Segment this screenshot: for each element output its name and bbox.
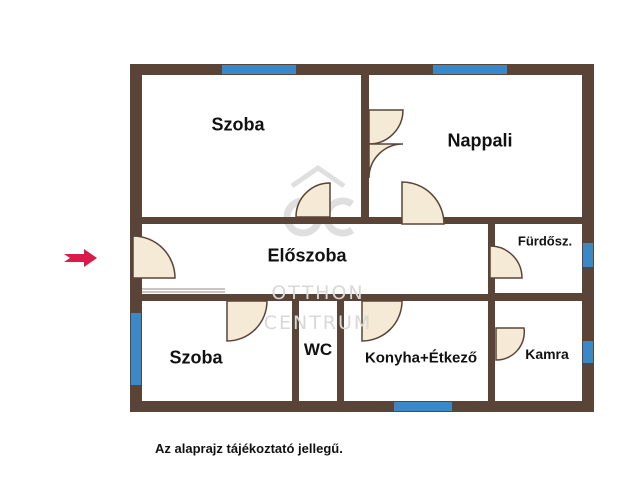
- room-label-nappali: Nappali: [447, 130, 513, 151]
- window: [583, 243, 593, 267]
- window: [394, 402, 452, 411]
- interior-walls: [142, 75, 582, 401]
- door-swing: [361, 300, 403, 342]
- room-label-szoba-top: Szoba: [211, 114, 265, 135]
- door-swing: [226, 300, 268, 342]
- room-label-furdoszoba: Fürdősz.: [517, 233, 573, 249]
- door-swing: [401, 181, 445, 225]
- window: [222, 65, 296, 74]
- door-swing: [295, 182, 331, 218]
- entrance-arrow-icon: [64, 249, 97, 267]
- door-swing: [489, 245, 523, 279]
- room-label-konyha: Konyha+Étkező: [364, 349, 478, 367]
- watermark-line2: CENTRUM: [263, 312, 373, 334]
- window: [583, 341, 593, 363]
- door-swing: [132, 235, 176, 279]
- window: [433, 65, 507, 74]
- door-swing: [495, 327, 526, 361]
- door-swing: [368, 109, 404, 145]
- corridor-lines: [142, 288, 225, 293]
- watermark-line1: OTTHON: [271, 282, 365, 304]
- door-swing: [368, 143, 404, 179]
- doors: [132, 109, 526, 361]
- room-label-kamra: Kamra: [525, 346, 569, 362]
- room-label-wc: WC: [303, 340, 333, 359]
- disclaimer-text: Az alaprajz tájékoztató jellegű.: [155, 441, 343, 456]
- windows: [131, 65, 593, 411]
- room-label-szoba-bottom: Szoba: [169, 347, 223, 368]
- window: [131, 313, 141, 385]
- room-label-eloszoba: Előszoba: [267, 245, 347, 266]
